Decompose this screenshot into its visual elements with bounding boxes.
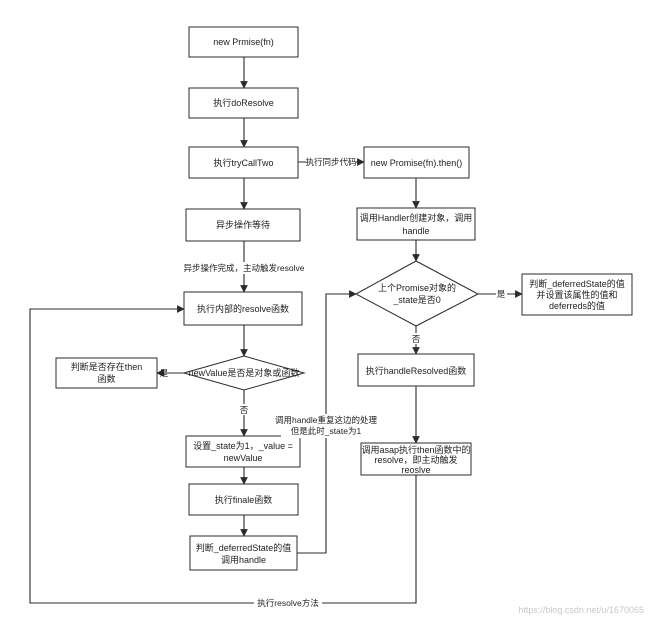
- node-create-handler-line2: handle: [402, 226, 429, 236]
- node-set-deferred: 判断_deferredState的值 并设置该属性的值和 deferreds的值: [521, 273, 633, 316]
- node-judge-deferred-line1: 判断_deferredState的值: [196, 542, 292, 553]
- node-set-state-line2: newValue: [224, 453, 263, 463]
- yes-right-label-bg: [496, 288, 507, 299]
- repeat-label-bg: [281, 414, 371, 438]
- node-set-deferred-line2: 并设置该属性的值和: [536, 289, 617, 300]
- edges: [29, 57, 523, 604]
- edge-label-exec-resolve: 执行resolve方法: [257, 598, 318, 608]
- node-prev-state: 上个Promise对象的 _state是否0: [354, 260, 480, 327]
- node-new-prmise-label: new Prmise(fn): [213, 37, 274, 47]
- node-finale-label: 执行finale函数: [215, 494, 273, 505]
- node-inner-resolve: 执行内部的resolve函数: [183, 291, 303, 326]
- node-new-promise-then-label: new Promise(fn).then(): [371, 158, 463, 168]
- no-right-label-bg: [410, 333, 423, 344]
- no-label-bg: [237, 404, 250, 415]
- edge-label-repeat-line2: 但是此时_state为1: [291, 426, 362, 436]
- node-async-wait-label: 异步操作等待: [216, 219, 270, 230]
- node-try-call-two: 执行tryCallTwo: [188, 146, 299, 179]
- node-asap: 调用asap执行then函数中的 resolve，即主动触发 reoslve: [360, 442, 472, 476]
- edge-label-repeat-line1: 调用handle重复这边的处理: [275, 415, 378, 425]
- node-finale: 执行finale函数: [188, 483, 299, 516]
- edge-label-yes-right: 是: [497, 289, 506, 299]
- node-do-resolve-label: 执行doResolve: [213, 97, 274, 108]
- node-async-wait: 异步操作等待: [185, 208, 301, 242]
- node-set-deferred-line1: 判断_deferredState的值: [529, 278, 625, 289]
- node-prev-state-line1: 上个Promise对象的: [378, 282, 456, 293]
- node-asap-line1: 调用asap执行then函数中的: [361, 444, 470, 455]
- node-do-resolve: 执行doResolve: [188, 87, 299, 119]
- node-handle-resolved: 执行handleResolved函数: [357, 353, 475, 387]
- edge-label-async-done: 异步操作完成，主动触发resolve: [184, 263, 305, 273]
- node-try-call-two-label: 执行tryCallTwo: [213, 157, 273, 168]
- node-handle-resolved-label: 执行handleResolved函数: [366, 365, 467, 376]
- node-set-state-line1: 设置_state为1，_value =: [193, 440, 293, 451]
- node-is-obj-or-fn-label: newValue是否是对象或函数: [189, 367, 300, 378]
- exec-resolve-label-bg: [254, 597, 322, 609]
- node-asap-line3: reoslve: [401, 465, 430, 475]
- edge-label-no-right: 否: [412, 334, 421, 344]
- node-set-state: 设置_state为1，_value = newValue: [185, 435, 301, 468]
- node-judge-deferred-line2: 调用handle: [221, 555, 266, 565]
- node-inner-resolve-label: 执行内部的resolve函数: [197, 303, 289, 314]
- sync-code-label-bg: [306, 156, 356, 168]
- node-check-then-line2: 函数: [97, 373, 115, 384]
- node-check-then: 判断是否存在then 函数: [55, 357, 158, 389]
- node-is-obj-or-fn: newValue是否是对象或函数: [182, 355, 306, 391]
- node-asap-line2: resolve，即主动触发: [374, 454, 457, 465]
- edge-asap-to-inner-resolve: [29, 305, 417, 604]
- node-new-promise-then: new Promise(fn).then(): [363, 146, 470, 179]
- node-new-prmise: new Prmise(fn): [188, 26, 299, 58]
- node-check-then-line1: 判断是否存在then: [71, 361, 143, 372]
- edge-label-no: 否: [240, 405, 249, 415]
- node-create-handler: 调用Handler创建对象，调用 handle: [356, 207, 476, 241]
- watermark: https://blog.csdn.net/u/1670065: [518, 605, 644, 615]
- async-done-label-bg: [186, 262, 302, 274]
- node-prev-state-line2: _state是否0: [392, 295, 441, 305]
- edge-label-sync-code: 执行同步代码: [305, 157, 356, 167]
- node-judge-deferred: 判断_deferredState的值 调用handle: [189, 535, 298, 571]
- node-set-deferred-line3: deferreds的值: [549, 300, 605, 311]
- node-create-handler-line1: 调用Handler创建对象，调用: [360, 212, 473, 223]
- edge-label-yes-left: 是: [160, 368, 169, 378]
